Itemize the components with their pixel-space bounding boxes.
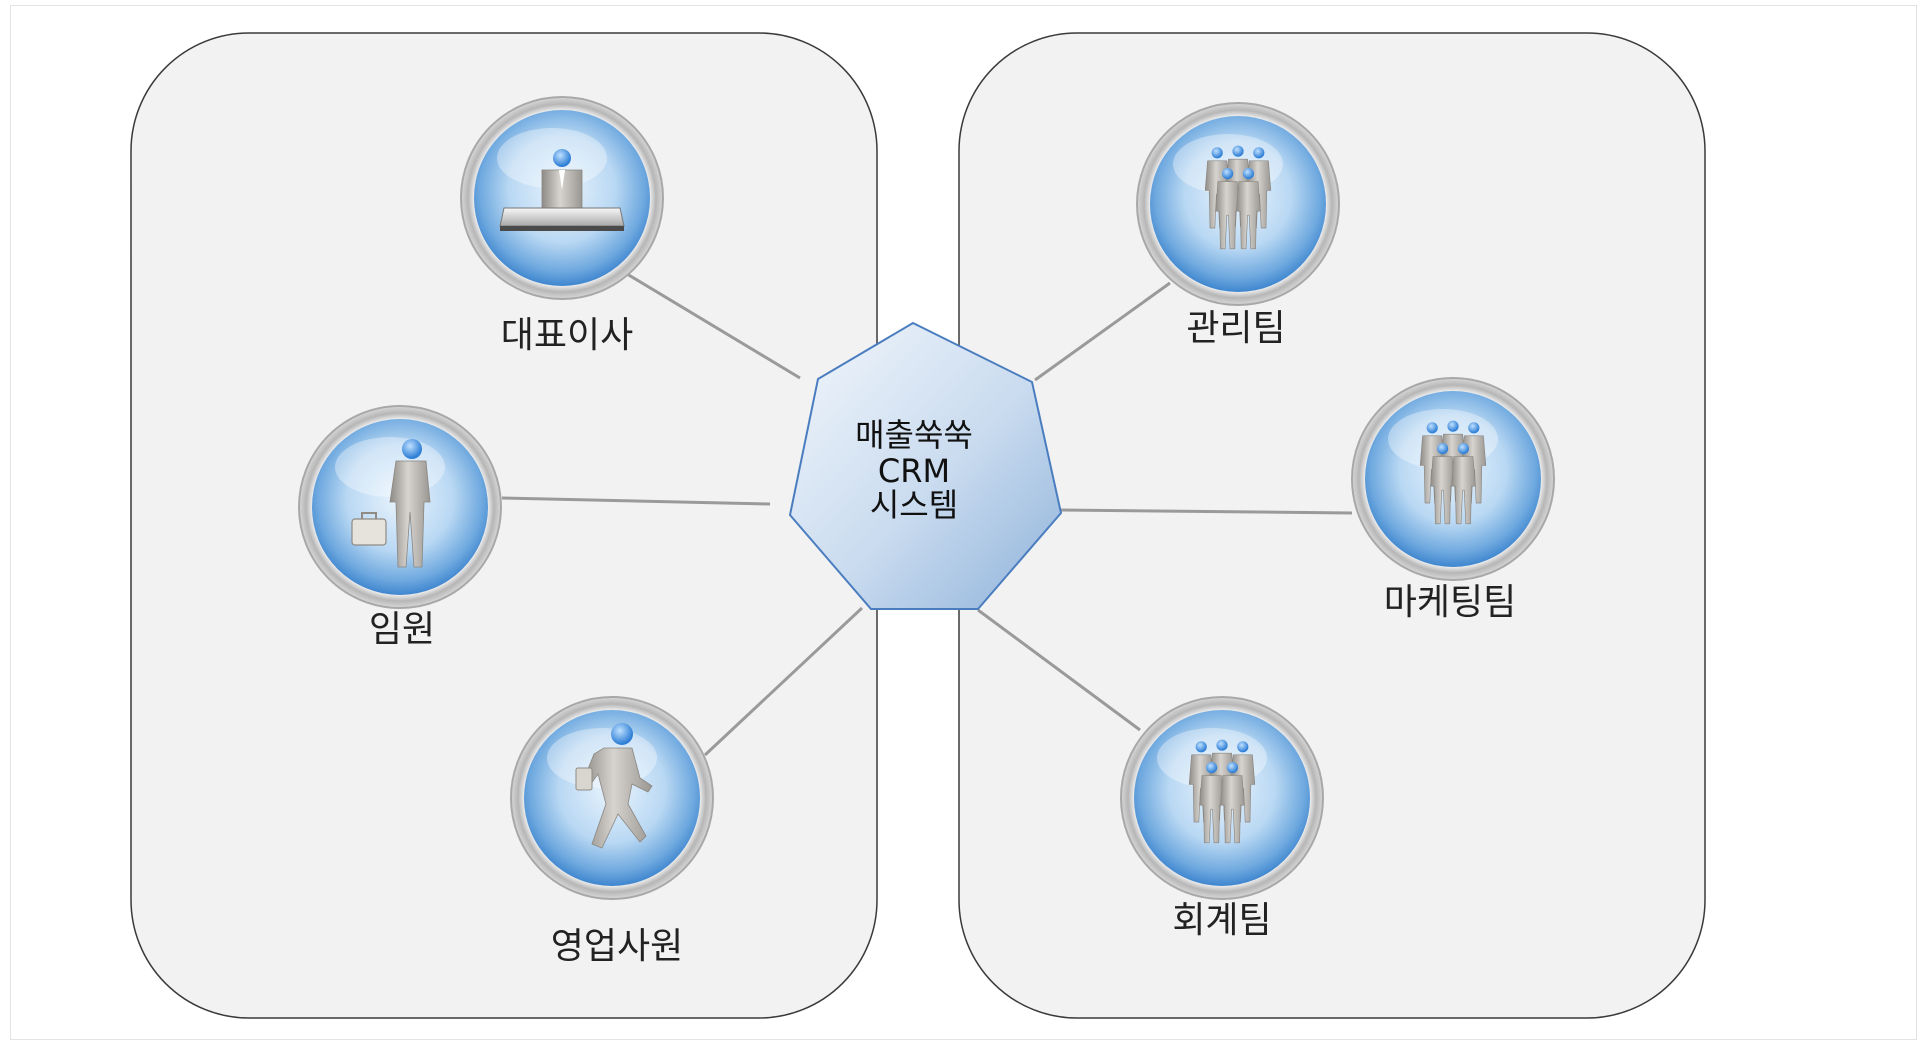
connector-sales	[703, 606, 864, 757]
executive-with-briefcase-icon	[351, 439, 431, 568]
node-label-ceo: 대표이사	[501, 315, 633, 356]
node-accounting-team	[1120, 696, 1324, 900]
node-ceo	[460, 96, 664, 300]
hub-label-line-1: 매출쑥쑥	[855, 416, 973, 454]
crm-hub: 매출쑥쑥 CRM 시스템	[788, 321, 1063, 610]
node-label-admin-team: 관리팀	[1186, 308, 1285, 349]
node-sales	[510, 696, 714, 900]
connector-ceo	[626, 272, 801, 380]
node-admin-team	[1136, 102, 1340, 306]
connector-accounting	[977, 608, 1141, 732]
node-label-marketing-team: 마케팅팀	[1384, 582, 1516, 623]
hub-label-line-2: CRM	[878, 452, 950, 490]
connector-executive	[501, 496, 771, 506]
node-executive	[298, 405, 502, 609]
connector-marketing	[1059, 508, 1353, 515]
node-marketing-team	[1351, 377, 1555, 581]
connectors	[501, 272, 1353, 757]
ceo-at-desk-icon	[499, 149, 625, 231]
hub-label-line-3: 시스템	[870, 486, 958, 524]
hub-shape	[788, 321, 1063, 610]
node-label-executive: 임원	[369, 609, 435, 650]
node-label-accounting-team: 회계팀	[1172, 900, 1271, 941]
connector-admin	[1034, 281, 1171, 382]
salesperson-running-icon	[575, 723, 653, 849]
node-label-sales: 영업사원	[551, 926, 683, 967]
